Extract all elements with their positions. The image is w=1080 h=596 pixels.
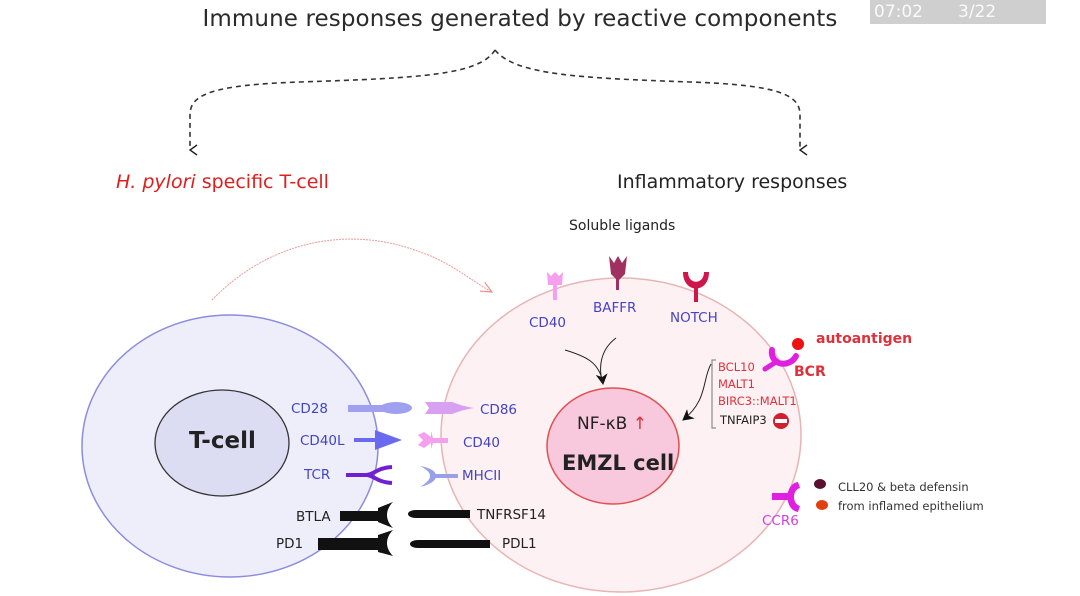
right-dashed-arrow [494,49,808,156]
nfkb-text: NF-κB [577,414,628,434]
emzl-cell-nucleus [546,387,680,505]
baffr-receptor-icon [609,256,627,290]
cd40-receptor-icon [418,431,448,449]
cd28-receptor-icon [348,402,412,414]
chemokine-note-line2: from inflamed epithelium [838,499,984,513]
h-pylori-italic: H. pylori [116,171,196,193]
autoantigen-label: autoantigen [816,331,913,347]
chemokine-note-line1: CLL20 & beta defensin [838,480,969,494]
pdl1-ligand-icon [410,540,490,548]
mhcii-receptor-icon [420,466,458,487]
cd40-top-label: CD40 [529,315,566,331]
pdl1-label: PDL1 [502,536,537,552]
soluble-ligands-label: Soluble ligands [569,218,676,234]
beta-defensin-dot-icon [816,500,828,510]
player-overlay: 07:02 3/22 [870,0,1046,24]
branch-arrows [188,49,808,156]
cll20-dot-icon [814,479,826,489]
tnfrsf14-ligand-icon [408,510,470,518]
nfkb-label: NF-κB ↑ [577,414,647,434]
slide-title: Immune responses generated by reactive c… [202,6,838,32]
baffr-to-nfkb-line [600,337,617,385]
birc3-malt1-label: BIRC3::MALT1 [718,394,797,408]
btla-label: BTLA [296,509,331,525]
inhibitor-sign-icon [773,413,789,429]
branch-left-label: H. pylori specific T-cell [116,171,329,193]
cd40l-label: CD40L [300,433,345,449]
t-cell-nucleus [154,389,290,497]
btla-receptor-icon [340,502,393,528]
timestamp: 07:02 [874,2,923,22]
upregulation-arrow-icon: ↑ [632,414,647,434]
cd86-label: CD86 [480,402,517,418]
cd40-top-receptor-icon [547,272,563,300]
pd1-label: PD1 [276,536,304,552]
tcr-label: TCR [304,467,331,483]
specific-t-cell-text: specific T-cell [195,171,329,193]
cd40-side-label: CD40 [463,435,500,451]
branch-right-label: Inflammatory responses [617,171,848,193]
autoantigen-icon [792,338,804,350]
cd40l-ligand-icon [354,430,402,450]
ccr6-label: CCR6 [762,513,799,529]
slide-counter: 3/22 [958,2,997,22]
tnfrsf14-label: TNFRSF14 [477,507,547,523]
bcr-pathway-bracket [711,359,716,429]
ccr6-receptor-icon [772,482,800,512]
mhcii-label: MHCII [462,468,502,484]
emzl-cell-label: EMZL cell [562,451,675,475]
bcr-pathway-to-nfkb-arrow [682,363,712,421]
bcl10-label: BCL10 [718,360,755,374]
notch-label: NOTCH [670,310,718,326]
tcell-to-emzl-arrow [211,238,494,301]
bcr-label: BCR [794,364,826,380]
left-dashed-arrow [188,49,496,156]
cd86-ligand-icon [425,402,474,414]
tnfaip3-label: TNFAIP3 [720,413,767,427]
cd28-label: CD28 [291,401,328,417]
pd1-receptor-icon [318,530,393,556]
tcr-receptor-icon [346,465,393,485]
bcr-receptor-icon [762,347,799,372]
malt1-label: MALT1 [718,377,755,391]
notch-receptor-icon [683,272,709,302]
baffr-label: BAFFR [593,300,637,316]
t-cell-label: T-cell [189,428,256,454]
